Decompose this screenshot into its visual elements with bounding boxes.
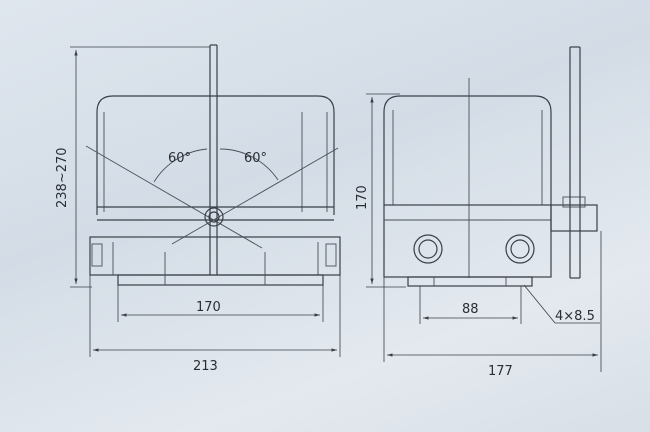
terminal-right-inner	[510, 239, 530, 259]
pivot-outer	[204, 207, 224, 227]
angle-arc-right	[219, 148, 279, 181]
leader-hole-spec	[523, 284, 556, 324]
side-block	[550, 204, 598, 232]
angle-right-label: 60°	[244, 151, 267, 166]
swing-line-right	[171, 147, 339, 245]
width-inner-front-label: 170	[196, 300, 221, 315]
terminal-left-outer	[413, 234, 443, 264]
angle-left-label: 60°	[168, 151, 191, 166]
side-nut	[562, 196, 586, 208]
front-base	[89, 236, 341, 276]
height-side-label: 170	[355, 185, 370, 210]
height-front-label: 238~270	[55, 147, 70, 208]
angle-arc-left	[153, 148, 208, 183]
front-frame	[96, 95, 335, 215]
width-total-front-label: 213	[193, 359, 218, 374]
terminal-left-inner	[418, 239, 438, 259]
front-dimensions: 238~270 170 213	[55, 46, 341, 374]
side-body	[383, 204, 552, 278]
side-view	[383, 46, 598, 287]
hole-spacing-label: 88	[462, 302, 479, 317]
front-clip-left	[91, 243, 103, 267]
side-feet	[407, 276, 533, 287]
side-dimensions: 170 88 4×8.5 177	[355, 93, 602, 379]
pivot-inner	[208, 211, 220, 223]
swing-line-left	[85, 145, 263, 249]
front-clip-right	[325, 243, 337, 267]
side-frame	[383, 95, 552, 205]
front-feet	[117, 274, 324, 286]
hole-spec-label: 4×8.5	[555, 309, 595, 324]
terminal-right-outer	[505, 234, 535, 264]
width-total-side-label: 177	[488, 364, 513, 379]
front-view: 60° 60°	[85, 44, 341, 286]
